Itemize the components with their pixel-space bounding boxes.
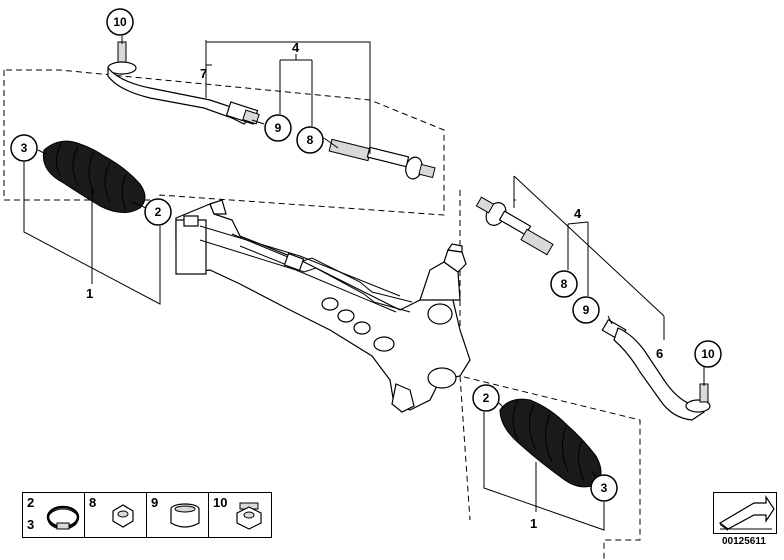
bellows-boot-right (499, 398, 602, 488)
label-6: 6 (656, 346, 663, 361)
callout-8-right: 8 (550, 270, 578, 298)
callout-9-top: 9 (264, 114, 292, 142)
legend-cell-sleeve-ring: 9 (146, 492, 210, 538)
steering-gear-housing (175, 199, 471, 413)
svg-text:2: 2 (155, 205, 162, 219)
legend-number: 9 (151, 495, 159, 510)
document-number: 00125611 (722, 536, 766, 547)
svg-text:10: 10 (113, 15, 127, 29)
legend-number: 8 (89, 495, 97, 510)
svg-text:3: 3 (21, 141, 28, 155)
svg-text:9: 9 (275, 121, 282, 135)
assembly-boundary-left (3, 69, 445, 216)
self-locking-nut-icon (236, 502, 262, 530)
label-4-right: 4 (574, 206, 582, 221)
callout-9-right: 9 (572, 296, 600, 324)
inner-tie-rod-left (328, 138, 436, 180)
callout-8-top: 8 (296, 126, 324, 154)
svg-text:8: 8 (307, 133, 314, 147)
label-7: 7 (200, 66, 207, 81)
outer-tie-rod-left (107, 41, 260, 125)
callout-10-right: 10 (694, 340, 722, 368)
hex-nut-icon (112, 504, 134, 528)
outer-tie-rod-right (601, 318, 711, 421)
arrow-logo-graphic (718, 495, 775, 531)
legend-cell-self-locking-nut: 10 (208, 492, 272, 538)
arrow-logo-icon (713, 492, 777, 534)
label-1-bottom: 1 (530, 516, 537, 531)
hose-clamp-icon (46, 505, 80, 530)
svg-text:10: 10 (701, 347, 715, 361)
svg-text:3: 3 (601, 481, 608, 495)
callout-3-bottom: 3 (590, 474, 618, 502)
label-1-left: 1 (86, 286, 93, 301)
callout-2-left: 2 (144, 198, 172, 226)
legend-cell-hex-nut: 8 (84, 492, 148, 538)
legend-number: 3 (27, 517, 35, 532)
svg-text:8: 8 (561, 277, 568, 291)
callout-2-bottom: 2 (472, 384, 500, 412)
inner-tie-rod-right (475, 196, 554, 256)
sleeve-ring-icon (170, 503, 200, 528)
label-4-top: 4 (292, 40, 300, 55)
callout-3-left: 3 (10, 134, 38, 162)
svg-text:9: 9 (583, 303, 590, 317)
svg-text:2: 2 (483, 391, 490, 405)
bellows-boot-left (42, 140, 146, 213)
callout-10-top: 10 (106, 8, 134, 36)
legend-number: 10 (213, 495, 228, 510)
legend-number: 2 (27, 495, 35, 510)
legend-cell-hose-clamp: 2 3 (22, 492, 86, 538)
assembly-boundary-right-lower (459, 375, 471, 521)
leader-lines (23, 36, 705, 531)
